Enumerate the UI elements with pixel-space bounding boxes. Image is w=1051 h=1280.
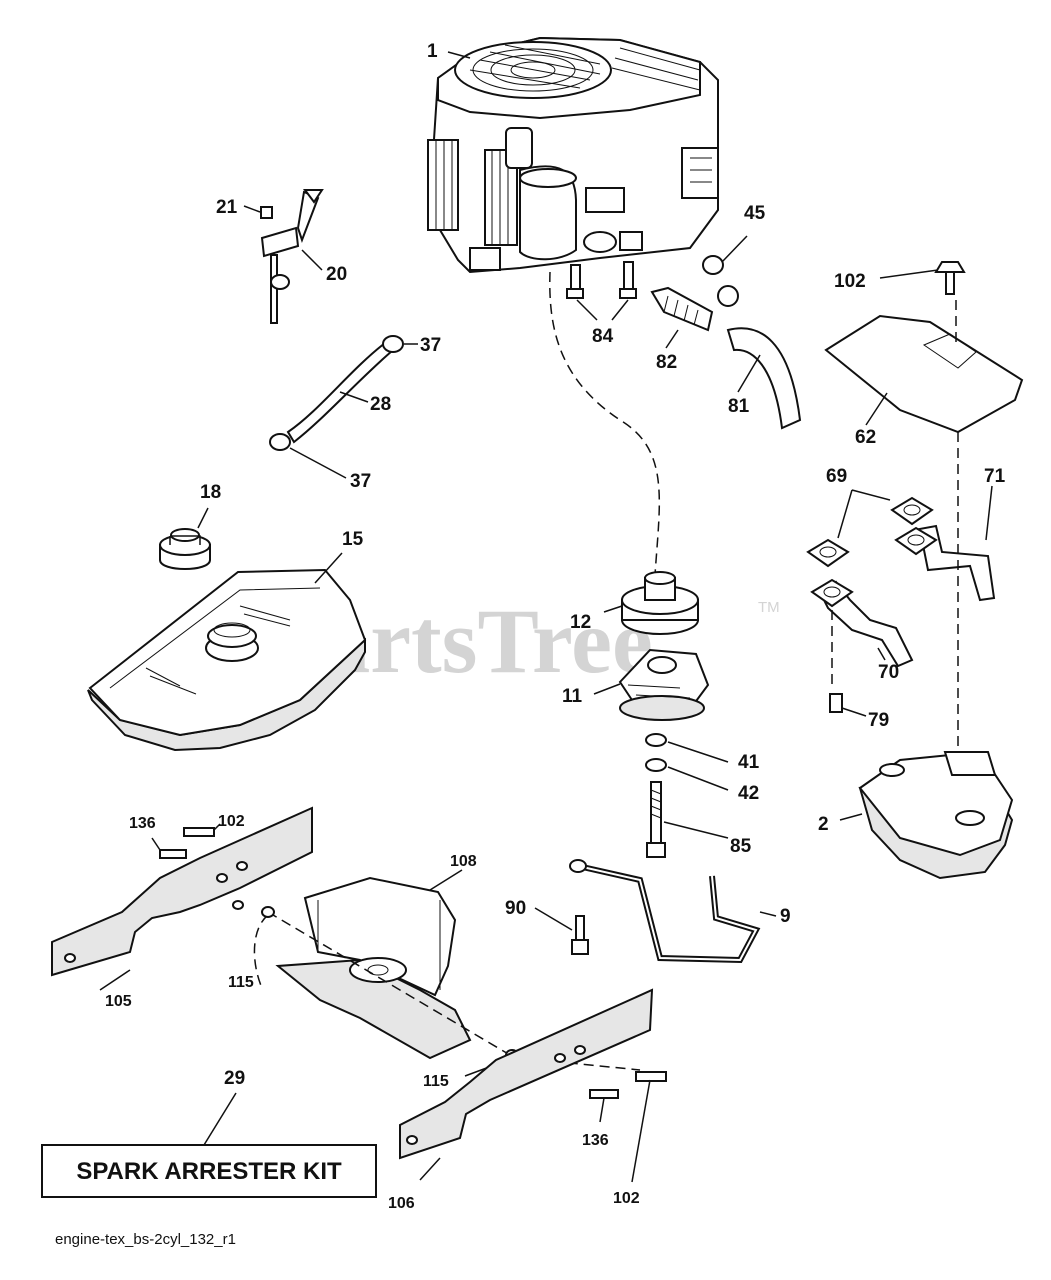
bolt-136-right-part [589, 1089, 619, 1123]
callout-84: 84 [592, 326, 614, 347]
callout-42: 42 [738, 783, 759, 804]
bolt-79-part [829, 693, 867, 717]
callout-102-left: 102 [218, 813, 245, 830]
callout-15: 15 [342, 529, 364, 550]
callout-21: 21 [216, 197, 238, 218]
exhaust-pipe-70-part [806, 538, 914, 668]
callout-105: 105 [105, 993, 132, 1010]
knob-102-part [879, 261, 966, 295]
callout-102-right: 102 [613, 1190, 640, 1207]
callout-108: 108 [450, 853, 477, 870]
callout-1: 1 [427, 41, 438, 62]
fuel-hose-28-part [269, 335, 418, 479]
callout-37-upper: 37 [420, 335, 441, 356]
callout-82: 82 [656, 352, 677, 373]
callout-106: 106 [388, 1195, 415, 1212]
bracket-20-part [243, 189, 324, 324]
watermark-trademark: TM [758, 599, 780, 616]
washer-115-left-part [232, 900, 275, 918]
callout-90: 90 [505, 898, 526, 919]
bolt-85-part [646, 781, 729, 858]
gasket-69-part [837, 489, 891, 539]
washer-42-part [645, 758, 729, 791]
rail-106-part [399, 988, 654, 1181]
callout-79: 79 [868, 710, 889, 731]
callout-115-left: 115 [228, 974, 254, 991]
callout-41: 41 [738, 752, 760, 773]
kit-leader-line [203, 1092, 237, 1146]
callout-69: 69 [826, 466, 847, 487]
spark-arrester-kit-label: SPARK ARRESTER KIT [76, 1158, 342, 1185]
callout-70: 70 [878, 662, 899, 683]
fuel-line-81-part [726, 327, 802, 430]
fuel-cap-18-part [159, 507, 211, 570]
bolt-136-left-part [151, 837, 187, 859]
callout-81: 81 [728, 396, 750, 417]
fuel-filter-82-part [650, 285, 739, 349]
callout-71: 71 [984, 466, 1006, 487]
callout-136-right: 136 [582, 1132, 609, 1149]
fuel-tank-15-part [87, 552, 367, 752]
bolt-102-left-part [183, 823, 221, 837]
callout-85: 85 [730, 836, 752, 857]
callout-9: 9 [780, 906, 791, 927]
callout-45: 45 [744, 203, 766, 224]
callout-28: 28 [370, 394, 391, 415]
exhaust-pipe-71-part [890, 485, 996, 602]
drawing-code: engine-tex_bs-2cyl_132_r1 [55, 1231, 236, 1248]
rod-9-part [569, 859, 777, 964]
callout-20: 20 [326, 264, 347, 285]
heat-shield-62-part [824, 300, 1024, 434]
pto-clutch-11-part [593, 648, 710, 721]
mount-dash-right [253, 914, 269, 989]
callout-37-lower: 37 [350, 471, 371, 492]
rail-105-part [51, 806, 313, 991]
clamp-45-part [702, 235, 748, 275]
spark-arrester-kit-box [41, 1144, 377, 1198]
callout-12: 12 [570, 612, 591, 633]
engine-part [427, 36, 719, 274]
callout-102-knob: 102 [834, 271, 866, 292]
callout-115-right: 115 [423, 1073, 449, 1090]
engine-plate-108-part [275, 869, 472, 1060]
callout-18: 18 [200, 482, 221, 503]
bolt-84-part [566, 261, 637, 321]
muffler-2-part [839, 750, 1014, 880]
callout-62: 62 [855, 427, 876, 448]
pulley-12-part [603, 571, 699, 635]
bolt-90-part [534, 907, 589, 955]
bolt-102-right-part [631, 1071, 667, 1183]
callout-2: 2 [818, 814, 829, 835]
washer-41-part [645, 733, 729, 763]
callout-136-left: 136 [129, 815, 156, 832]
callout-29: 29 [224, 1068, 245, 1089]
callout-11: 11 [562, 686, 583, 707]
belt-path-dash [549, 271, 661, 576]
